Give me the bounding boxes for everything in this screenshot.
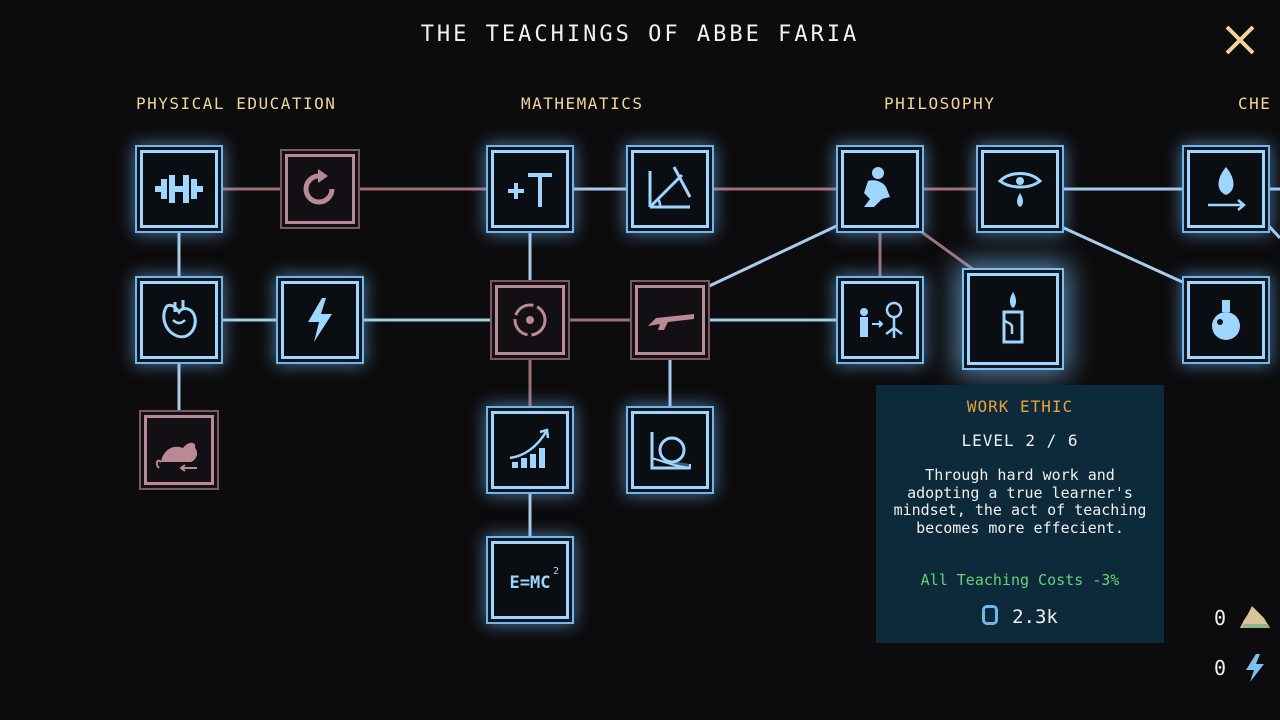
plus-symbol-icon [508,173,552,207]
eye-tear-icon [997,172,1043,207]
skill-tooltip: WORK ETHIC LEVEL 2 / 6 Through hard work… [876,385,1164,643]
pile-icon [1240,606,1270,628]
emc2-icon: E=MC 2 [510,566,560,593]
skill-node-rat[interactable] [144,415,214,485]
skill-node-trajectory[interactable] [631,411,709,489]
tooltip-description: Through hard work and adopting a true le… [893,466,1147,537]
flame-arrow-icon [1208,167,1246,211]
resource-counter-energy: 0 [1214,654,1264,682]
tooltip-skill-name: WORK ETHIC [966,397,1074,416]
tooltip-skill-level: LEVEL 2 / 6 [961,431,1079,450]
link [1263,220,1280,240]
category-chemistry: CHE [1238,94,1272,113]
link [911,223,986,280]
close-button[interactable] [1222,22,1258,58]
skill-node-distill[interactable] [1187,150,1265,228]
anatomical-heart-icon [162,300,197,339]
skill-node-arithmetic[interactable] [491,150,569,228]
candle-icon [1002,292,1024,344]
teacher-tree-icon [860,301,903,338]
compass-angle-icon [648,166,692,209]
skill-node-growth[interactable] [491,411,569,489]
skill-node-energy[interactable] [281,281,359,359]
skill-node-cycle[interactable] [285,154,355,224]
resource-counter-pile: 0 [1214,606,1270,630]
window-title: THE TEACHINGS OF ABBE FARIA [420,22,860,47]
svg-text:E=MC: E=MC [510,573,551,593]
tooltip-cost-value: 2.3k [1012,606,1058,628]
category-philosophy: PHILOSOPHY [884,94,996,113]
rat-icon [155,442,198,472]
resource-value: 0 [1214,606,1227,630]
close-icon [1225,25,1255,55]
skill-node-insight[interactable] [981,150,1059,228]
tooltip-effect: All Teaching Costs -3% [920,571,1120,589]
growth-chart-icon [509,428,550,468]
skill-node-musket[interactable] [635,285,705,355]
skill-node-work-ethic[interactable] [967,273,1059,365]
dumbbell-icon [155,175,203,203]
link [1054,222,1201,292]
musket-icon [648,314,694,330]
skill-node-dumbbell[interactable] [140,150,218,228]
thinker-icon [864,167,890,207]
skill-node-teaching[interactable] [841,281,919,359]
skill-node-geometry[interactable] [631,150,709,228]
svg-text:2: 2 [553,566,559,577]
skill-node-heart[interactable] [140,281,218,359]
trajectory-curve-icon [650,432,691,470]
link [704,220,846,290]
lightning-icon [1246,654,1264,682]
skill-node-thinker[interactable] [841,150,919,228]
skill-node-relativity[interactable]: E=MC 2 [491,541,569,619]
lightning-bolt-icon [308,298,332,342]
resource-value: 0 [1214,656,1227,680]
category-mathematics: MATHEMATICS [521,94,644,113]
round-flask-icon [1212,300,1240,340]
skill-node-potion[interactable] [1187,281,1265,359]
cycle-arrow-icon [303,169,335,205]
ring-coin-icon [982,605,999,625]
circle-target-icon [513,303,547,337]
category-physical-education: PHYSICAL EDUCATION [136,94,337,113]
tooltip-cost: 2.3k [876,605,1164,628]
skill-node-target[interactable] [495,285,565,355]
